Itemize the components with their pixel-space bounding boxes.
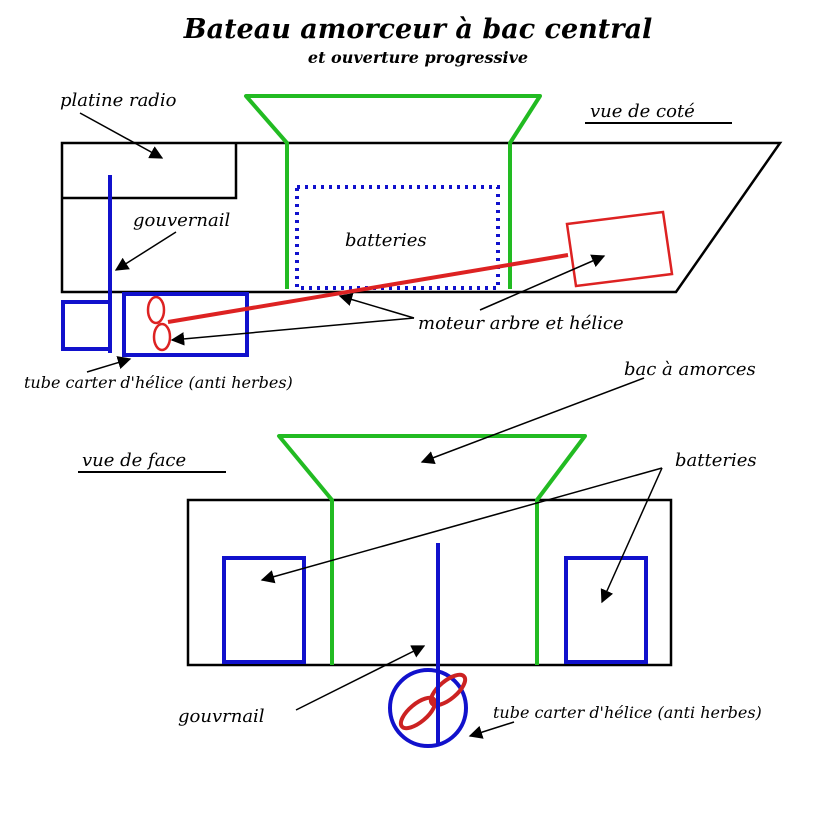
front-battery-right <box>564 556 648 664</box>
bait-tank-arrow <box>420 377 645 465</box>
motor-label: moteur arbre et hélice <box>418 313 624 334</box>
side-prop-tube <box>122 292 249 357</box>
side-rudder-blade <box>61 300 112 351</box>
front-propeller-blade-right <box>428 672 468 708</box>
side-prop-tube-label: tube carter d'hélice (anti herbes) <box>24 373 293 392</box>
side-rudder-label: gouvernail <box>133 210 230 231</box>
radio-plate-label: platine radio <box>60 90 177 111</box>
diagram-title: Bateau amorceur à bac central <box>183 14 652 45</box>
batteries-arrow-left <box>260 467 663 584</box>
bait-tank-label: bac à amorces <box>624 359 756 380</box>
motor-arrow-to-propeller <box>170 317 415 346</box>
side-view-label: vue de coté <box>590 101 695 122</box>
side-view: vue de coté batteries platine radio gouv… <box>24 90 783 392</box>
side-motor <box>565 210 674 288</box>
front-hull <box>186 498 673 667</box>
front-bait-tank <box>277 434 587 665</box>
front-battery-left <box>222 556 306 664</box>
side-drive-shaft <box>167 253 569 324</box>
side-propeller-blade-bottom <box>152 322 172 352</box>
side-prop-tube-arrow <box>86 356 132 373</box>
front-prop-tube <box>388 668 468 748</box>
side-hull <box>60 141 783 294</box>
front-batteries-label: batteries <box>675 450 757 471</box>
side-battery-box <box>295 185 500 290</box>
front-view: vue de face bac à amorces batteries gouv… <box>78 359 762 748</box>
batteries-arrow-right <box>600 467 663 604</box>
diagram-subtitle: et ouverture progressive <box>308 48 528 67</box>
front-view-label: vue de face <box>82 450 186 471</box>
front-propeller-blade-left <box>398 695 438 731</box>
side-rudder-arrow <box>114 231 177 271</box>
motor-arrow-to-motor <box>479 254 606 311</box>
front-rudder-arrow <box>295 645 426 711</box>
front-rudder-label: gouvrnail <box>178 706 265 727</box>
radio-plate-arrow <box>79 112 164 159</box>
side-propeller-blade-top <box>146 295 166 325</box>
side-batteries-label: batteries <box>345 230 427 251</box>
side-bait-tank <box>244 94 542 289</box>
motor-arrow-to-shaft <box>338 292 415 319</box>
front-prop-tube-label: tube carter d'hélice (anti herbes) <box>493 703 762 722</box>
front-prop-tube-arrow <box>468 721 515 739</box>
radio-plate-compartment <box>62 143 238 200</box>
